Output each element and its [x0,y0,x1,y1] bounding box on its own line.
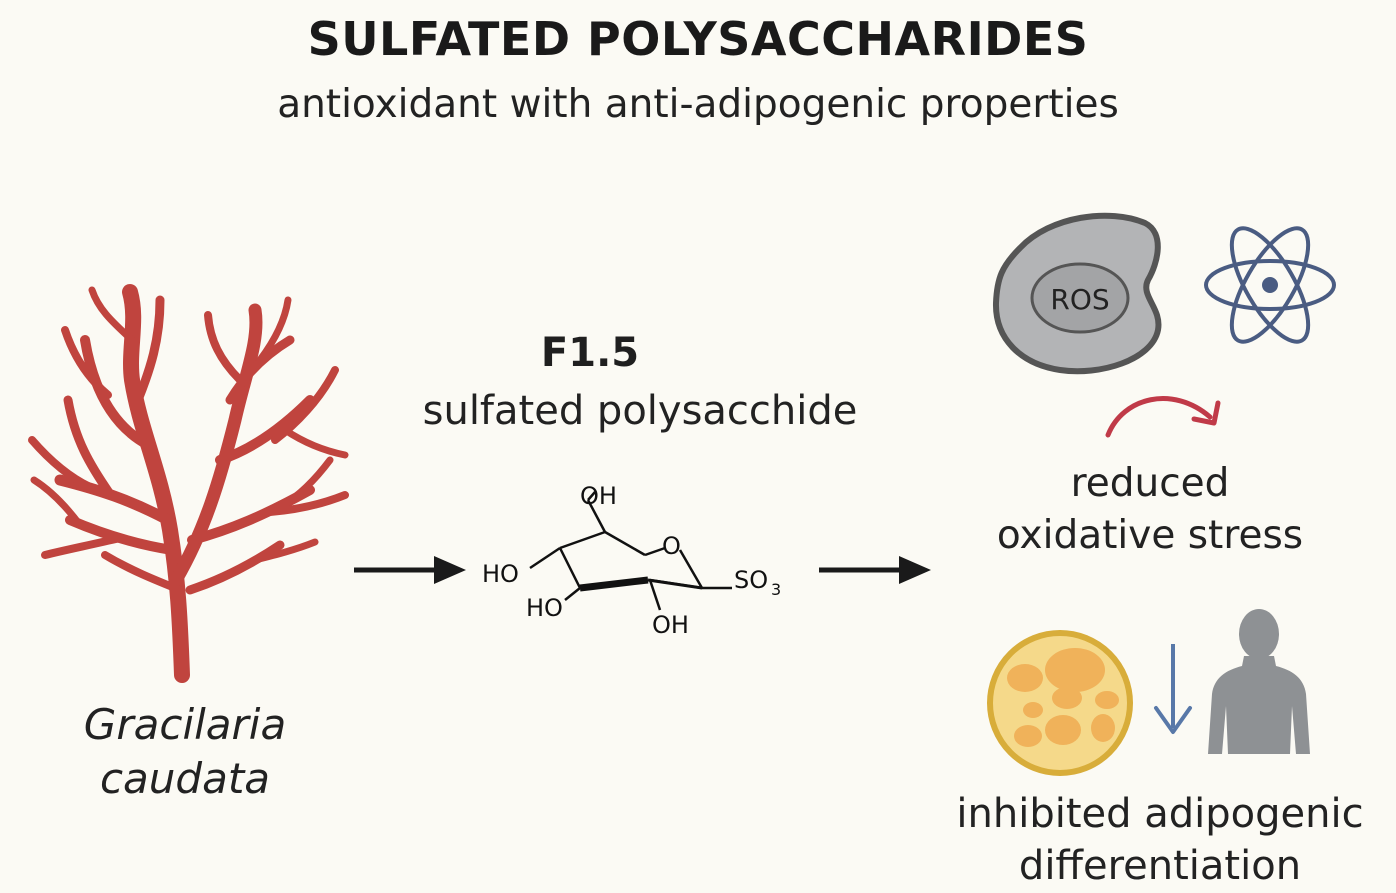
oxidative-line-1: reduced [1070,461,1230,506]
oxidative-stress-text: reduced oxidative stress [960,458,1340,562]
page-title: SULFATED POLYSACCHARIDES [307,12,1089,66]
so3-label: SO [734,566,768,594]
so3-subscript: 3 [771,580,781,599]
ros-label: ROS [1050,283,1109,316]
species-epithet: caudata [99,754,271,803]
ros-blob-icon: ROS [992,212,1162,375]
adipo-line-1: inhibited adipogenic [956,791,1364,837]
atom-icon [1204,226,1336,344]
fat-cell-icon [987,630,1133,776]
arrow-down-icon [1154,644,1192,734]
person-icon [1208,609,1310,754]
compound-name: F1.5 [540,330,640,376]
page-subtitle: antioxidant with anti-adipogenic propert… [277,82,1119,127]
species-genus: Gracilaria [83,700,287,749]
oh-bottom-label: OH [652,611,689,639]
species-name: Gracilaria caudata [40,698,330,806]
oh-top-label: OH [580,482,617,510]
curved-arrow-icon [1105,396,1221,438]
compound-description: sulfated polysacchide [422,388,858,434]
seaweed-icon [28,284,349,683]
ho-left-label: HO [482,560,519,588]
arrow-right-icon [354,556,466,584]
ring-oxygen-label: O [662,532,681,560]
ho-bottom-label: HO [526,594,563,622]
arrow-right-icon [819,556,931,584]
adipogenic-text: inhibited adipogenic differentiation [930,788,1390,892]
sugar-structure-diagram: OH O HO HO OH SO 3 [482,482,781,639]
oxidative-line-2: oxidative stress [996,513,1304,558]
adipo-line-2: differentiation [1018,843,1302,889]
